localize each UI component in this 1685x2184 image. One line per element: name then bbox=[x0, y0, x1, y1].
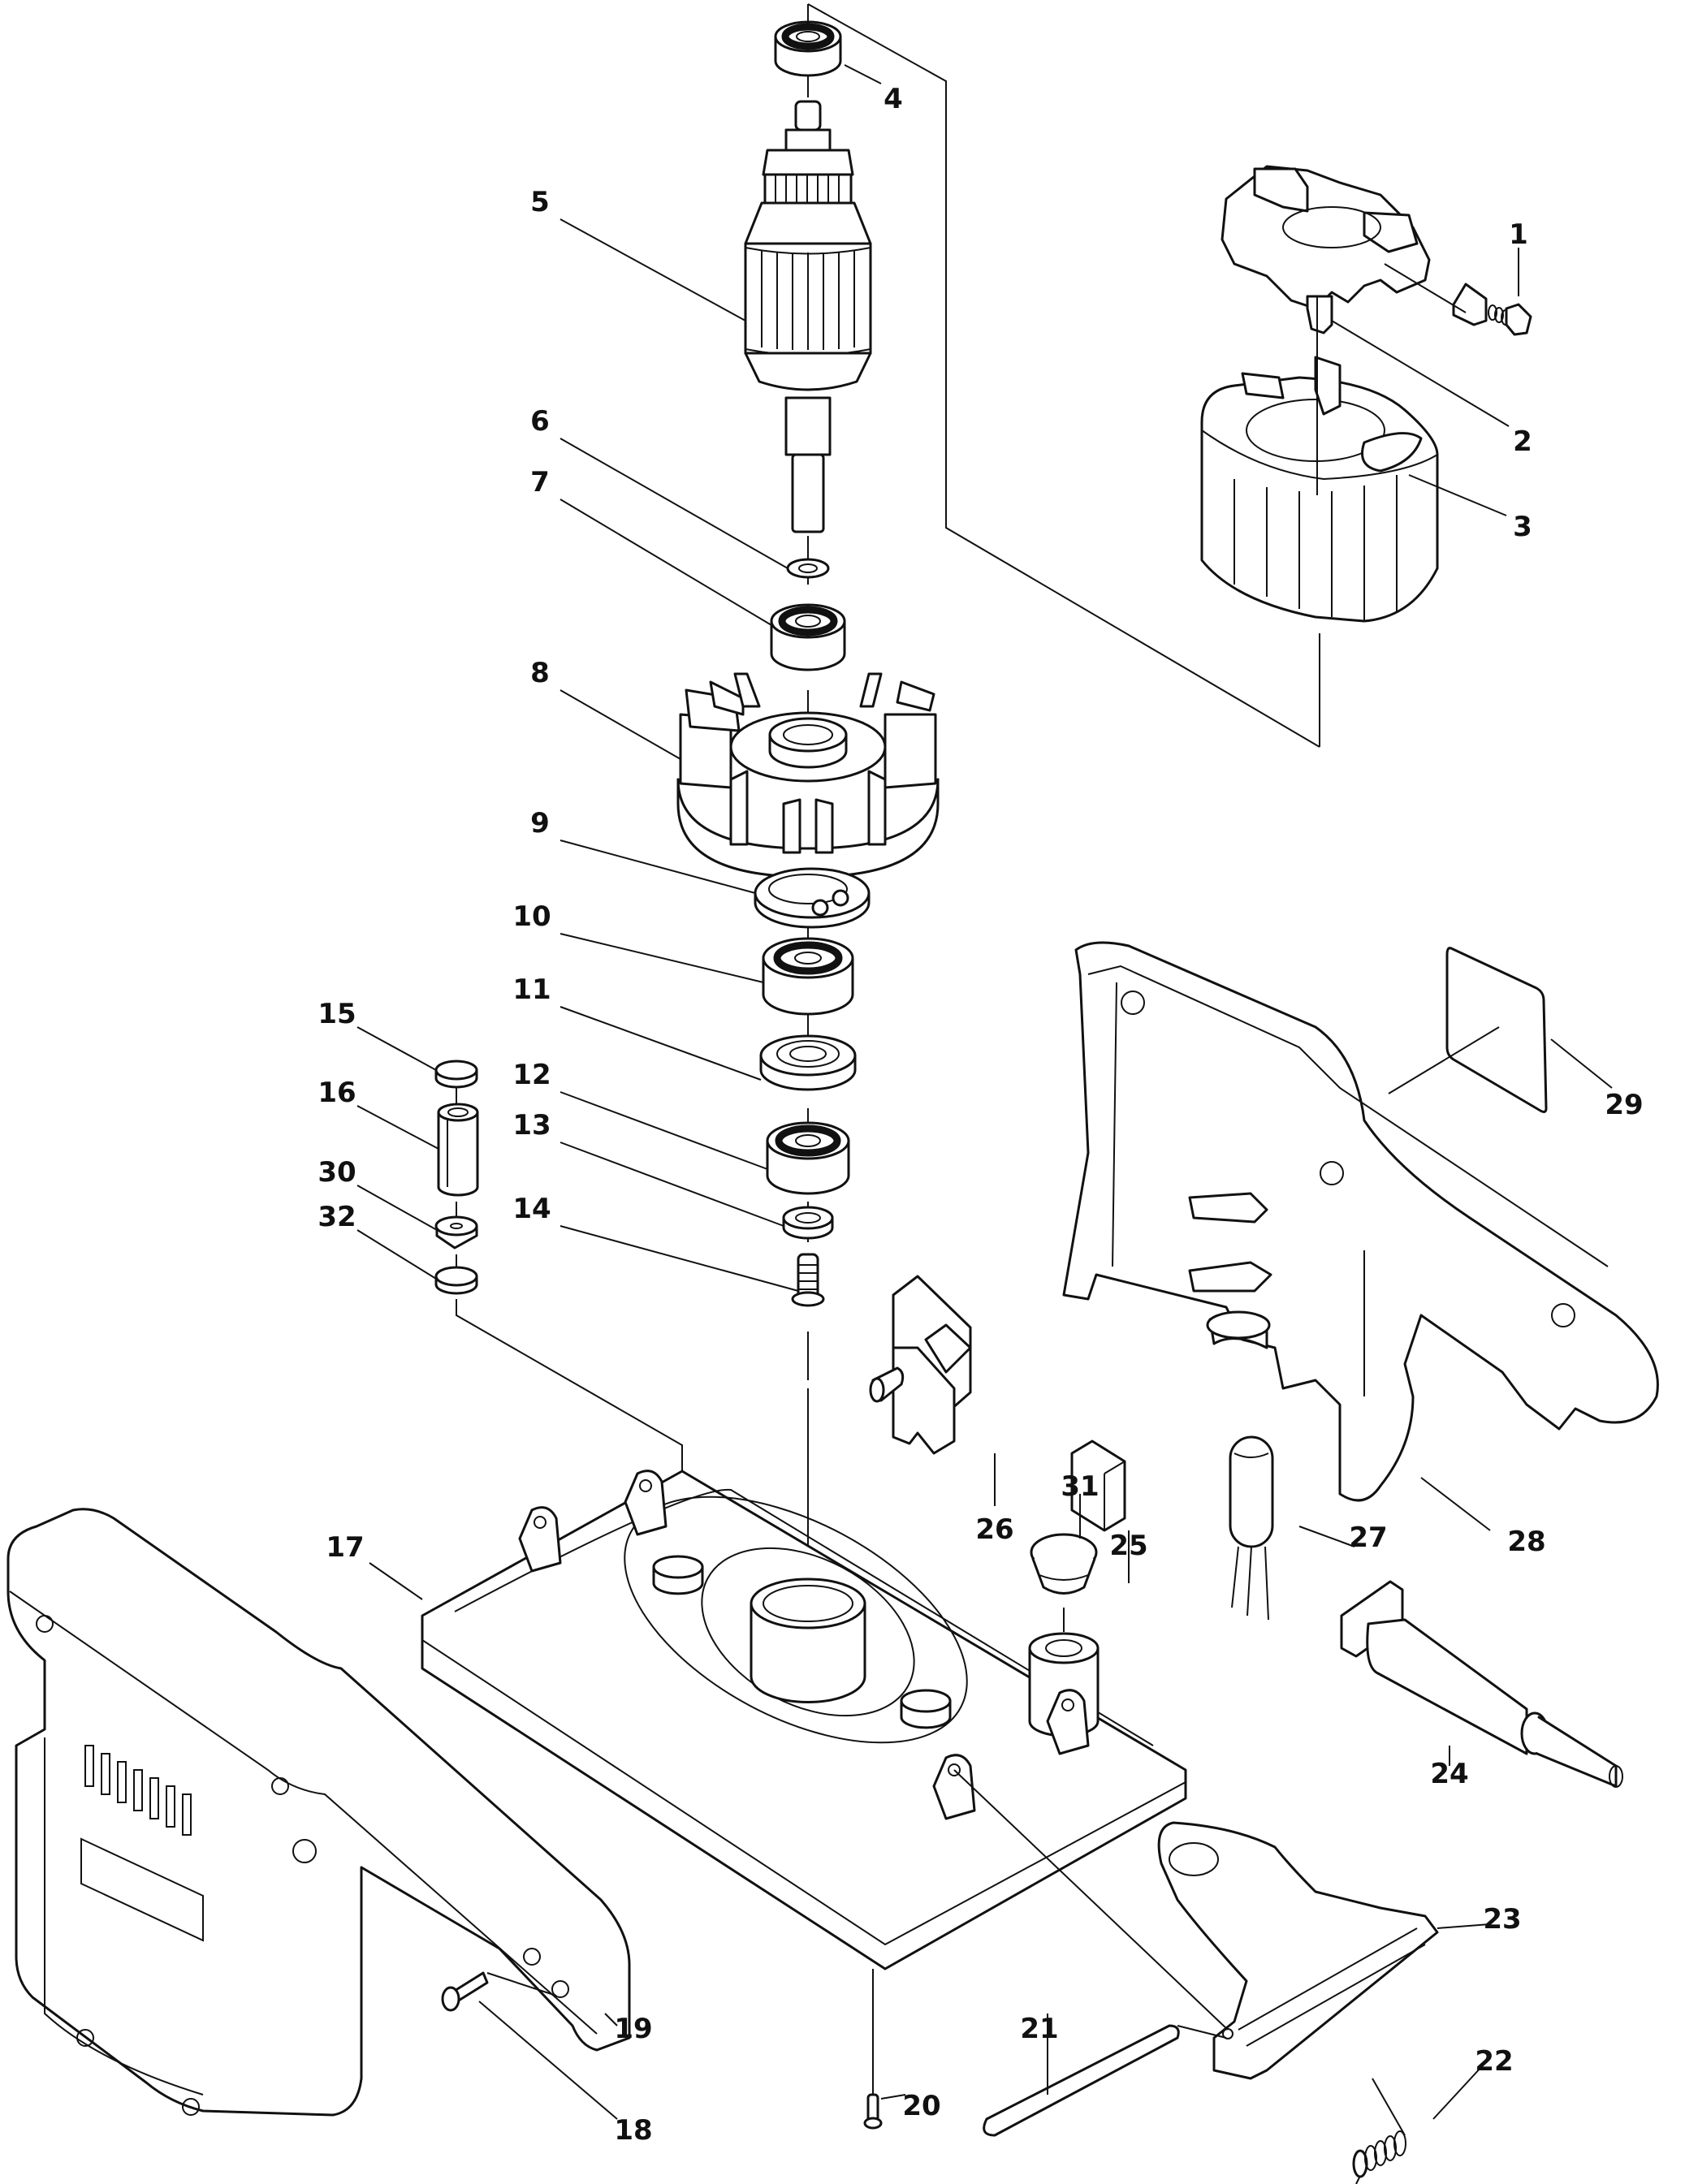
callout-30: 30 bbox=[318, 1156, 356, 1189]
assembly-bracket-lines bbox=[807, 3, 1320, 748]
part-28-right-housing[interactable] bbox=[1062, 941, 1659, 1502]
callout-24: 24 bbox=[1430, 1758, 1468, 1790]
callout-labels: 1 2 3 4 5 6 7 8 9 10 11 12 13 14 15 16 3… bbox=[318, 83, 1643, 2147]
part-31-rubber-cap[interactable] bbox=[1030, 1533, 1098, 1595]
callout-26: 26 bbox=[975, 1513, 1013, 1546]
part-13-washer[interactable] bbox=[782, 1206, 834, 1240]
part-29-name-plate[interactable] bbox=[1445, 947, 1548, 1113]
callout-21: 21 bbox=[1020, 2013, 1058, 2045]
axis-18-19 bbox=[486, 1972, 557, 1996]
part-21-pin[interactable] bbox=[983, 2024, 1180, 2137]
leader-lines bbox=[356, 64, 1613, 2120]
callout-11: 11 bbox=[512, 973, 551, 1006]
part-19-left-housing[interactable] bbox=[6, 1508, 631, 2117]
callout-25: 25 bbox=[1109, 1530, 1147, 1562]
part-6-washer[interactable] bbox=[786, 558, 830, 579]
callout-19: 19 bbox=[614, 2013, 652, 2045]
callout-29: 29 bbox=[1605, 1089, 1643, 1121]
callout-32: 32 bbox=[318, 1201, 356, 1233]
axis-29 bbox=[1388, 1026, 1500, 1094]
part-22-spring[interactable] bbox=[1352, 2078, 1406, 2184]
callout-7: 7 bbox=[530, 466, 550, 499]
callout-15: 15 bbox=[318, 998, 356, 1030]
callout-31: 31 bbox=[1061, 1470, 1099, 1503]
callout-1: 1 bbox=[1509, 218, 1528, 251]
part-10-bearing[interactable] bbox=[762, 937, 854, 1016]
callout-18: 18 bbox=[614, 2114, 652, 2147]
part-14-screw[interactable] bbox=[791, 1253, 825, 1307]
callout-28: 28 bbox=[1507, 1526, 1545, 1558]
axis-23-base bbox=[953, 1769, 1229, 2031]
part-3-field[interactable] bbox=[1200, 356, 1439, 623]
part-15-cap[interactable] bbox=[434, 1060, 478, 1089]
callout-22: 22 bbox=[1475, 2045, 1513, 2078]
callout-2: 2 bbox=[1513, 425, 1532, 458]
part-25-block[interactable] bbox=[1070, 1439, 1126, 1532]
part-18-screw[interactable] bbox=[441, 1971, 489, 2012]
callout-3: 3 bbox=[1513, 511, 1532, 543]
axis-21-23 bbox=[1177, 2025, 1227, 2039]
part-4-top-bearing[interactable] bbox=[774, 20, 842, 77]
callout-12: 12 bbox=[512, 1059, 551, 1091]
part-9-retaining-ring[interactable] bbox=[754, 867, 871, 929]
part-5-armature[interactable] bbox=[744, 100, 872, 533]
callout-23: 23 bbox=[1483, 1903, 1521, 1936]
part-2-brush-holder[interactable] bbox=[1221, 165, 1431, 335]
callout-16: 16 bbox=[318, 1077, 356, 1109]
callout-4: 4 bbox=[884, 83, 903, 115]
part-12-bearing[interactable] bbox=[766, 1121, 850, 1195]
callout-27: 27 bbox=[1349, 1521, 1387, 1554]
callout-9: 9 bbox=[530, 807, 550, 840]
part-1-carbon-brush[interactable] bbox=[1452, 283, 1532, 336]
part-30-bushing[interactable] bbox=[434, 1215, 478, 1250]
part-11-collar[interactable] bbox=[759, 1034, 857, 1091]
callout-10: 10 bbox=[512, 900, 551, 933]
part-26-switch[interactable] bbox=[869, 1275, 972, 1455]
part-20-screw[interactable] bbox=[863, 2093, 883, 2130]
callout-17: 17 bbox=[326, 1531, 364, 1564]
part-27-noise-suppressor[interactable] bbox=[1229, 1435, 1274, 1621]
callout-14: 14 bbox=[512, 1193, 551, 1225]
part-16-sleeve[interactable] bbox=[437, 1103, 479, 1197]
part-24-cord-guard[interactable] bbox=[1340, 1580, 1623, 1788]
callout-20: 20 bbox=[902, 2090, 940, 2122]
callout-6: 6 bbox=[530, 405, 550, 438]
part-17-base-plate[interactable] bbox=[421, 1446, 1187, 1970]
part-7-bearing[interactable] bbox=[770, 603, 846, 671]
part-8-fan[interactable] bbox=[676, 672, 940, 878]
callout-8: 8 bbox=[530, 657, 550, 689]
callout-5: 5 bbox=[530, 186, 550, 218]
callout-13: 13 bbox=[512, 1109, 551, 1142]
part-32-rubber-pin[interactable] bbox=[434, 1266, 478, 1295]
part-23-clamp-lever[interactable] bbox=[1157, 1821, 1439, 2080]
